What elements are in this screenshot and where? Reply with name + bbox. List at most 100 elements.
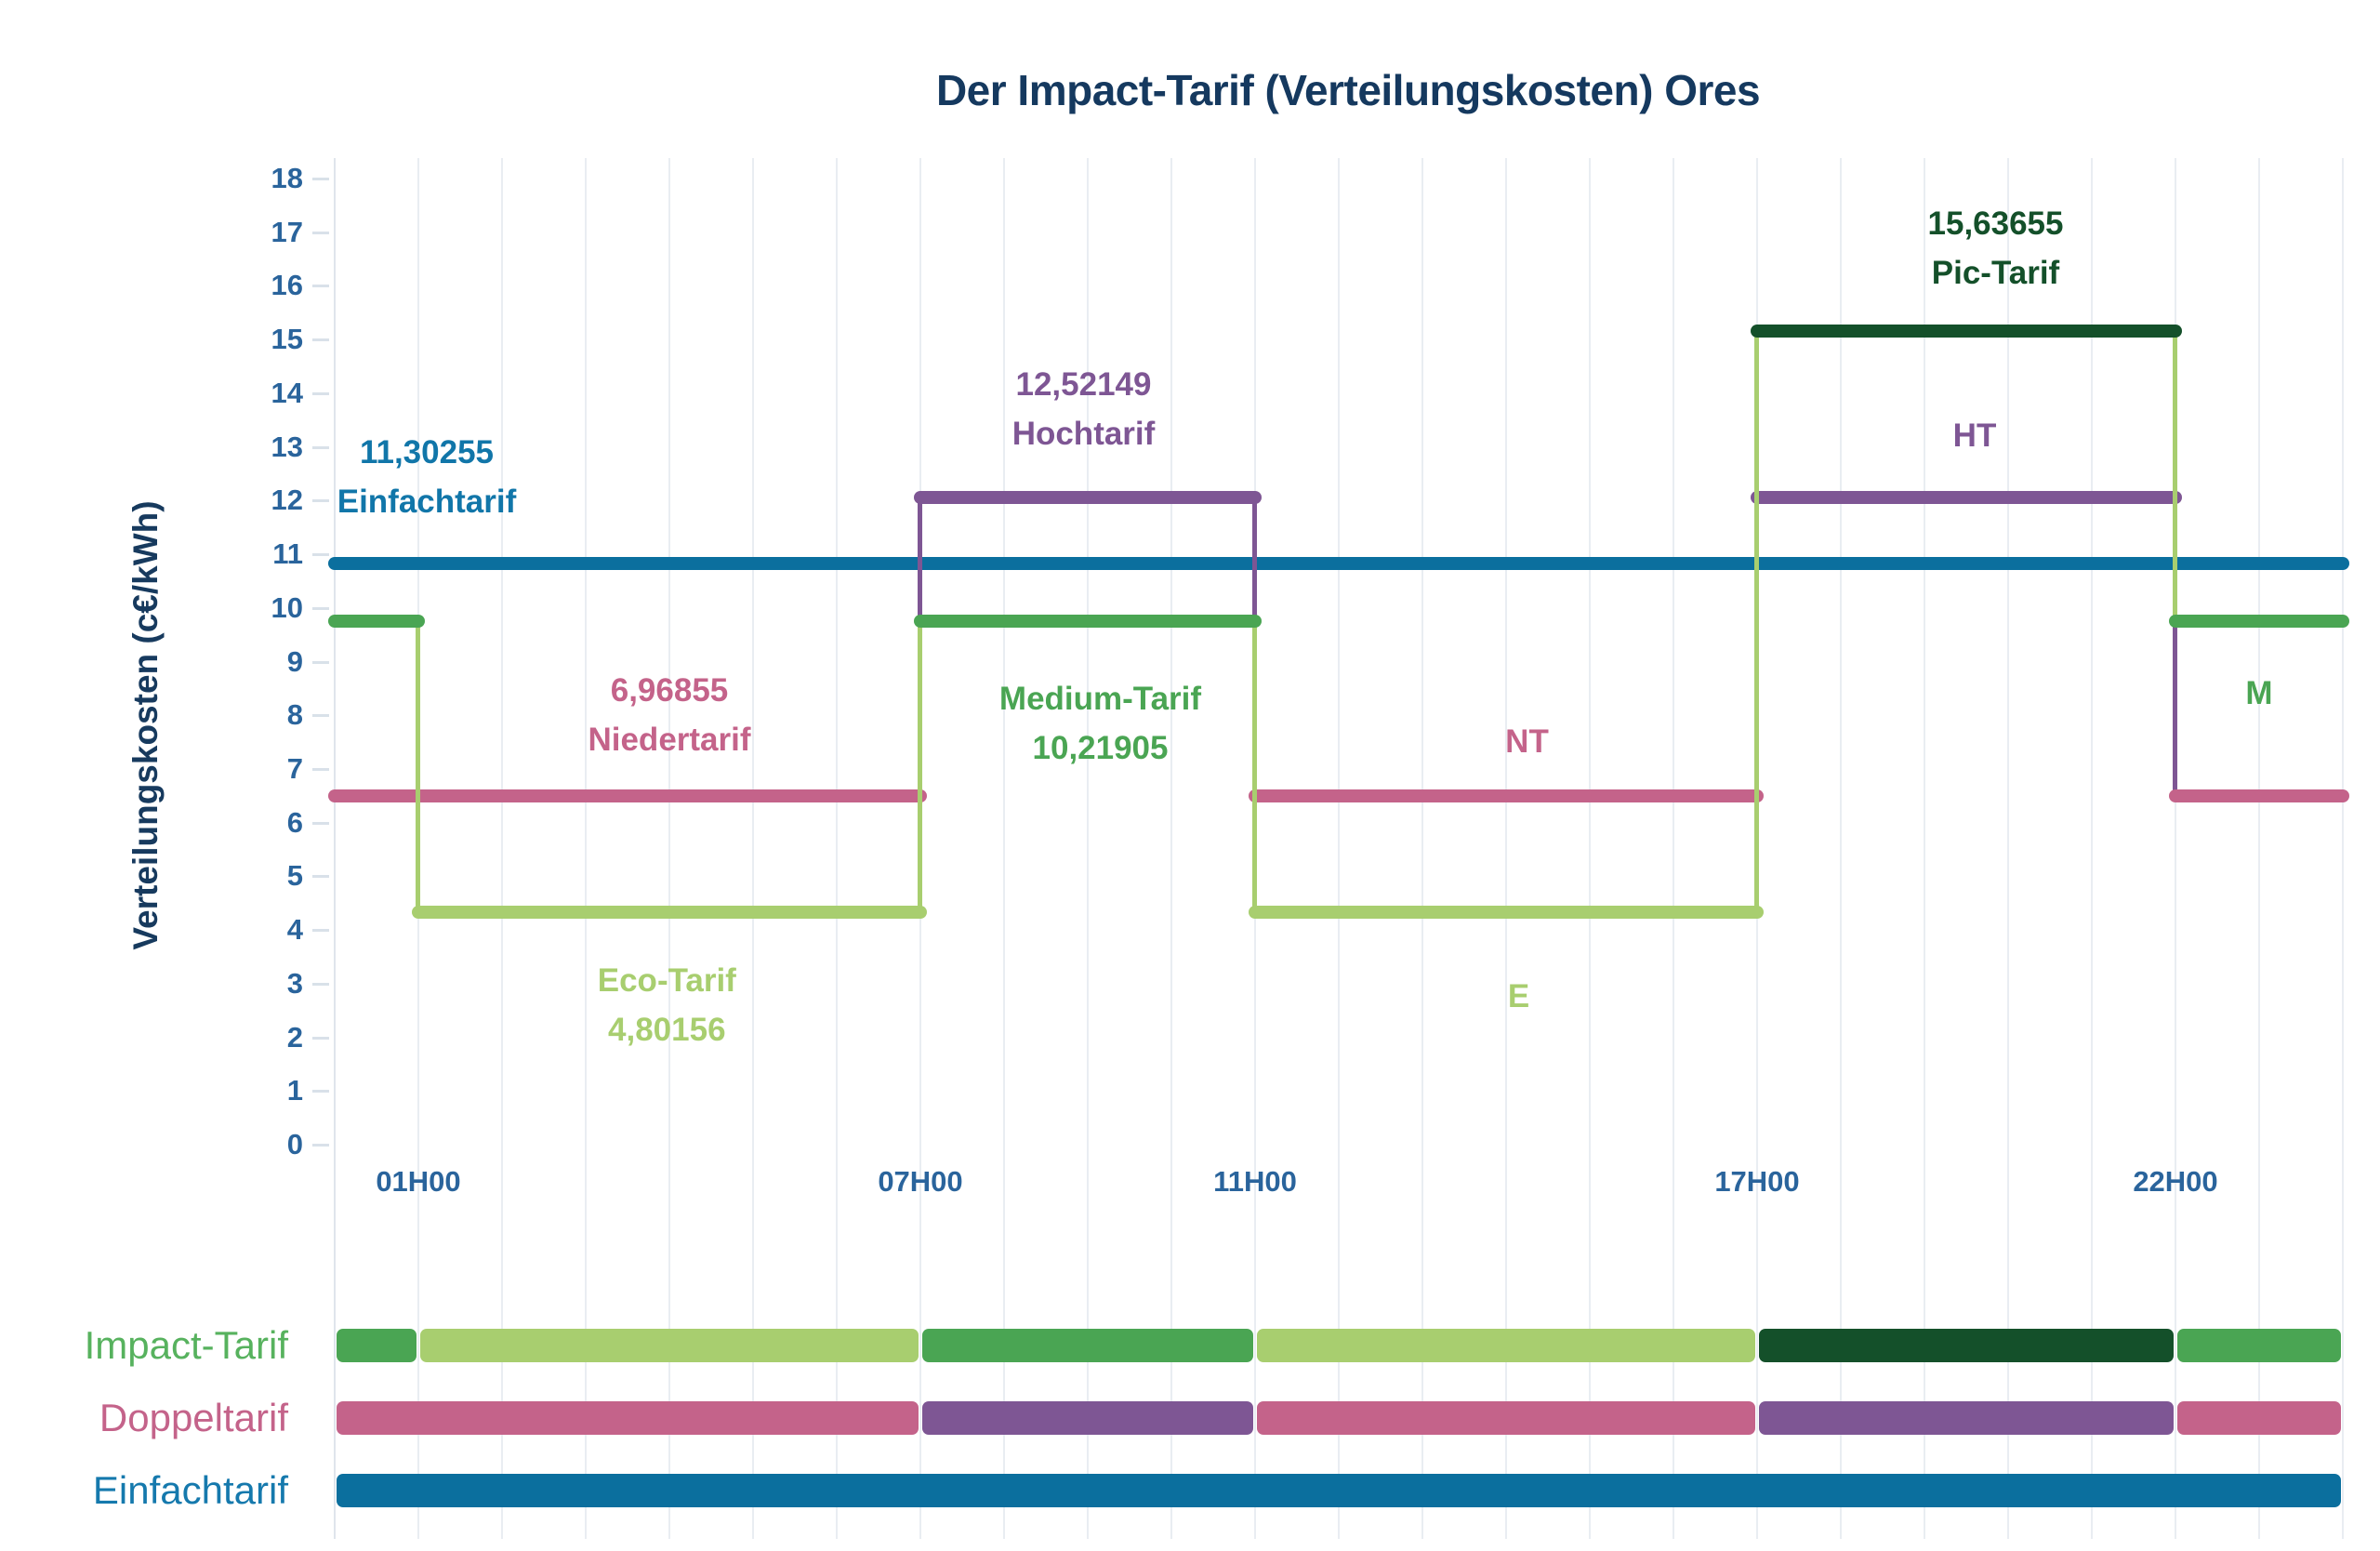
series-connector-impact-tarif (1754, 330, 1759, 912)
x-tick-label: 07H00 (878, 1165, 963, 1198)
y-tick-mark (312, 606, 329, 610)
y-tick-mark (312, 285, 329, 288)
gridline (2091, 158, 2093, 1539)
annotation-ht-label: HT (1952, 417, 1997, 454)
y-tick-label: 9 (286, 644, 303, 678)
series-connector-doppeltarif (2173, 497, 2177, 796)
series-segment-medium-tarif (914, 615, 1262, 629)
series-segment-niedertarif (1249, 789, 1764, 802)
series-connector-impact-tarif (416, 621, 420, 912)
y-tick-label: 13 (271, 430, 303, 463)
gridline (1673, 158, 1674, 1539)
series-segment-pic-tarif (1751, 324, 2182, 338)
y-tick-mark (312, 714, 329, 718)
series-segment-einfachtarif (328, 556, 2349, 570)
legend-bar-segment (1257, 1329, 1755, 1362)
gridline (836, 158, 838, 1539)
legend-bar-segment (420, 1329, 919, 1362)
legend-bar-segment (337, 1329, 416, 1362)
y-tick-mark (312, 660, 329, 664)
y-tick-mark (312, 875, 329, 879)
gridline (501, 158, 503, 1539)
y-tick-mark (312, 231, 329, 234)
y-tick-label: 14 (271, 376, 303, 409)
y-axis-title: Verteilungskosten (c€/kWh) (126, 500, 165, 950)
gridline (1924, 158, 1925, 1539)
gridline (334, 158, 336, 1539)
y-tick-label: 11 (272, 537, 303, 571)
series-segment-niedertarif (2169, 789, 2349, 802)
gridline (1840, 158, 1842, 1539)
y-tick-label: 18 (271, 162, 303, 195)
gridline (2342, 158, 2344, 1539)
gridline (668, 158, 670, 1539)
legend-bar-segment (2177, 1329, 2341, 1362)
y-tick-label: 10 (271, 590, 303, 624)
legend-bar-segment (922, 1329, 1253, 1362)
y-tick-label: 2 (286, 1020, 303, 1054)
gridline (2007, 158, 2009, 1539)
legend-bar-segment (1759, 1329, 2174, 1362)
chart-title: Der Impact-Tarif (Verteilungskosten) Ore… (935, 66, 1761, 114)
series-segment-medium-tarif (2169, 615, 2349, 629)
y-tick-label: 4 (286, 913, 303, 947)
y-tick-mark (312, 338, 329, 342)
y-tick-mark (312, 982, 329, 986)
x-tick-label: 17H00 (1714, 1165, 1800, 1198)
y-tick-mark (312, 929, 329, 933)
annotation-nt-label: NT (1505, 722, 1549, 760)
y-tick-label: 17 (271, 215, 303, 248)
y-tick-label: 3 (286, 966, 303, 1000)
series-connector-impact-tarif (1252, 621, 1257, 912)
gridline (1421, 158, 1423, 1539)
y-tick-label: 5 (286, 859, 303, 893)
y-tick-label: 16 (271, 269, 303, 302)
gridline (2175, 158, 2176, 1539)
y-tick-label: 1 (286, 1074, 303, 1107)
legend-bar-segment (337, 1474, 2341, 1507)
y-tick-mark (312, 1090, 329, 1094)
y-tick-label: 12 (271, 484, 303, 517)
series-connector-impact-tarif (918, 621, 922, 912)
y-tick-label: 15 (271, 323, 303, 356)
y-tick-label: 0 (286, 1128, 303, 1160)
y-tick-mark (312, 1144, 329, 1147)
y-tick-mark (312, 391, 329, 395)
y-tick-mark (312, 1036, 329, 1040)
x-tick-label: 01H00 (376, 1165, 461, 1198)
legend-bar-segment (922, 1401, 1253, 1435)
series-segment-eco-tarif (1249, 905, 1764, 919)
gridline (1505, 158, 1507, 1539)
gridline (1087, 158, 1089, 1539)
y-tick-mark (312, 821, 329, 825)
y-tick-mark (312, 445, 329, 449)
y-tick-mark (312, 178, 329, 181)
y-tick-label: 7 (286, 751, 303, 785)
series-segment-hochtarif (1751, 491, 2182, 505)
y-tick-label: 8 (286, 698, 303, 732)
series-segment-niedertarif (328, 789, 927, 802)
x-tick-label: 11H00 (1213, 1165, 1297, 1198)
series-segment-eco-tarif (412, 905, 927, 919)
x-tick-label: 22H00 (2133, 1165, 2218, 1198)
series-segment-hochtarif (914, 491, 1262, 505)
y-tick-label: 6 (286, 805, 303, 839)
series-segment-medium-tarif (328, 615, 425, 629)
annotation-m-label: M (2245, 674, 2273, 711)
legend-bar-segment (2177, 1401, 2341, 1435)
series-connector-impact-tarif (2173, 330, 2177, 622)
gridline (1003, 158, 1005, 1539)
legend-bar-segment (1257, 1401, 1755, 1435)
gridline (1589, 158, 1591, 1539)
y-tick-mark (312, 553, 329, 557)
legend-bar-segment (337, 1401, 919, 1435)
gridline (752, 158, 754, 1539)
gridline (585, 158, 587, 1539)
gridline (1338, 158, 1340, 1539)
legend-label-impact-tarif: Impact-Tarif (84, 1323, 288, 1367)
